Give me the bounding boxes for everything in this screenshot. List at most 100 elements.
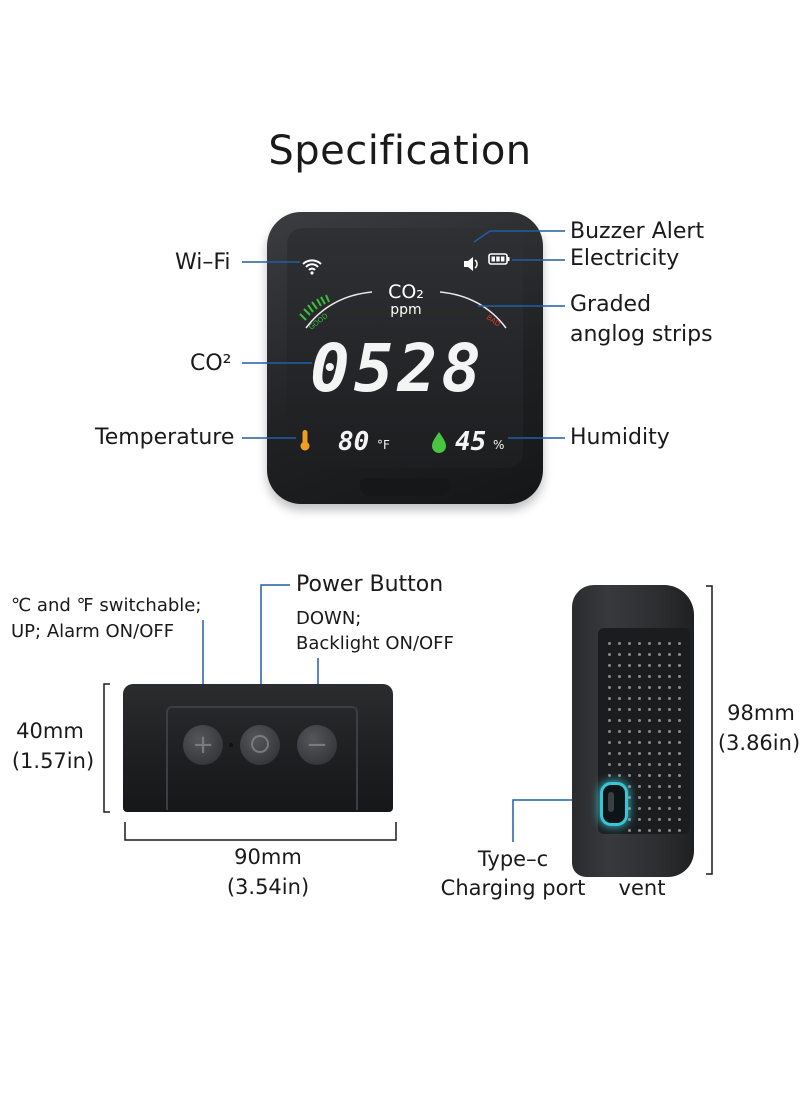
gauge-arc-right — [439, 291, 507, 329]
up-button[interactable]: + — [183, 725, 223, 765]
vent-hole — [628, 774, 631, 777]
vent-hole — [638, 829, 641, 832]
vent-hole — [618, 730, 621, 733]
temperature-unit: °F — [377, 438, 390, 452]
vent-hole — [678, 763, 681, 766]
front-callout-lines — [242, 230, 565, 439]
vent-hole — [638, 686, 641, 689]
vent-hole — [608, 708, 611, 711]
vent-hole — [678, 818, 681, 821]
vent-hole — [638, 642, 641, 645]
vent-hole — [618, 774, 621, 777]
vent-hole — [648, 763, 651, 766]
vent-hole — [638, 664, 641, 667]
vent-hole — [648, 785, 651, 788]
bad-label: BAD — [485, 313, 502, 328]
label-type-c: Type–c — [477, 847, 549, 871]
vent-hole — [638, 675, 641, 678]
vent-hole — [678, 741, 681, 744]
vent-hole — [668, 730, 671, 733]
vent-hole — [628, 653, 631, 656]
vent-hole — [658, 664, 661, 667]
power-button[interactable] — [240, 725, 280, 765]
dimension-brackets — [103, 585, 713, 875]
vent-hole — [668, 774, 671, 777]
vent-hole — [648, 653, 651, 656]
vent-hole — [628, 642, 631, 645]
vent-hole — [678, 642, 681, 645]
vent-hole — [628, 785, 631, 788]
vent-hole — [648, 719, 651, 722]
vent-hole — [618, 642, 621, 645]
vent-hole — [668, 686, 671, 689]
label-electricity: Electricity — [570, 246, 680, 271]
label-humidity: Humidity — [570, 425, 670, 450]
label-anglog-strips: anglog strips — [570, 322, 713, 347]
vent-hole — [628, 730, 631, 733]
vent-hole — [668, 642, 671, 645]
vent-hole — [658, 653, 661, 656]
down-button[interactable]: − — [297, 725, 337, 765]
vent-hole — [668, 697, 671, 700]
indicator-dot — [229, 743, 233, 747]
vent-hole — [668, 752, 671, 755]
vent-hole — [628, 829, 631, 832]
gauge-arc-left — [305, 291, 373, 329]
co2-reading: 0528 — [310, 330, 485, 407]
vent-hole — [668, 653, 671, 656]
vent-hole — [608, 642, 611, 645]
vent-hole — [628, 719, 631, 722]
vent-hole — [628, 741, 631, 744]
vent-hole — [638, 708, 641, 711]
vent-hole — [638, 796, 641, 799]
vent-hole — [678, 664, 681, 667]
vent-hole — [668, 741, 671, 744]
vent-hole — [678, 653, 681, 656]
vent-hole — [628, 763, 631, 766]
screen-co2-label: CO₂ — [388, 281, 424, 303]
dimension-height-in: (1.57in) — [11, 749, 95, 773]
vent-hole — [658, 763, 661, 766]
vent-hole — [648, 697, 651, 700]
vent-hole — [658, 818, 661, 821]
vent-hole — [608, 752, 611, 755]
vent-hole — [618, 675, 621, 678]
label-switch-line1: ℃ and ℉ switchable; — [11, 595, 202, 616]
power-ring-icon — [251, 734, 269, 753]
vent-hole — [608, 730, 611, 733]
vent-hole — [638, 697, 641, 700]
type-c-port — [600, 782, 628, 826]
vent-hole — [658, 741, 661, 744]
humidity-reading: 45 — [455, 427, 487, 457]
vent-hole — [668, 719, 671, 722]
vent-hole — [638, 741, 641, 744]
vent-hole — [618, 741, 621, 744]
vent-hole — [658, 730, 661, 733]
vent-hole — [678, 807, 681, 810]
vent-hole — [658, 719, 661, 722]
vent-hole — [668, 807, 671, 810]
vent-hole — [668, 708, 671, 711]
vent-hole — [638, 807, 641, 810]
screen-ppm-label: ppm — [390, 302, 422, 318]
vent-hole — [658, 708, 661, 711]
label-co2: CO² — [190, 351, 232, 376]
vent-hole — [618, 708, 621, 711]
label-buzzer-alert: Buzzer Alert — [570, 219, 705, 244]
vent-hole — [678, 730, 681, 733]
vent-hole — [648, 730, 651, 733]
vent-hole — [668, 664, 671, 667]
humidity-unit: % — [493, 438, 505, 452]
vent-hole — [638, 774, 641, 777]
vent-hole — [638, 785, 641, 788]
vent-hole — [668, 829, 671, 832]
vent-hole — [648, 752, 651, 755]
vent-hole — [658, 807, 661, 810]
vent-hole — [618, 697, 621, 700]
vent-hole — [678, 796, 681, 799]
device-screen — [287, 228, 523, 468]
vent-hole — [608, 719, 611, 722]
gauge-green-ticks — [299, 294, 330, 321]
wifi-icon — [302, 259, 322, 275]
